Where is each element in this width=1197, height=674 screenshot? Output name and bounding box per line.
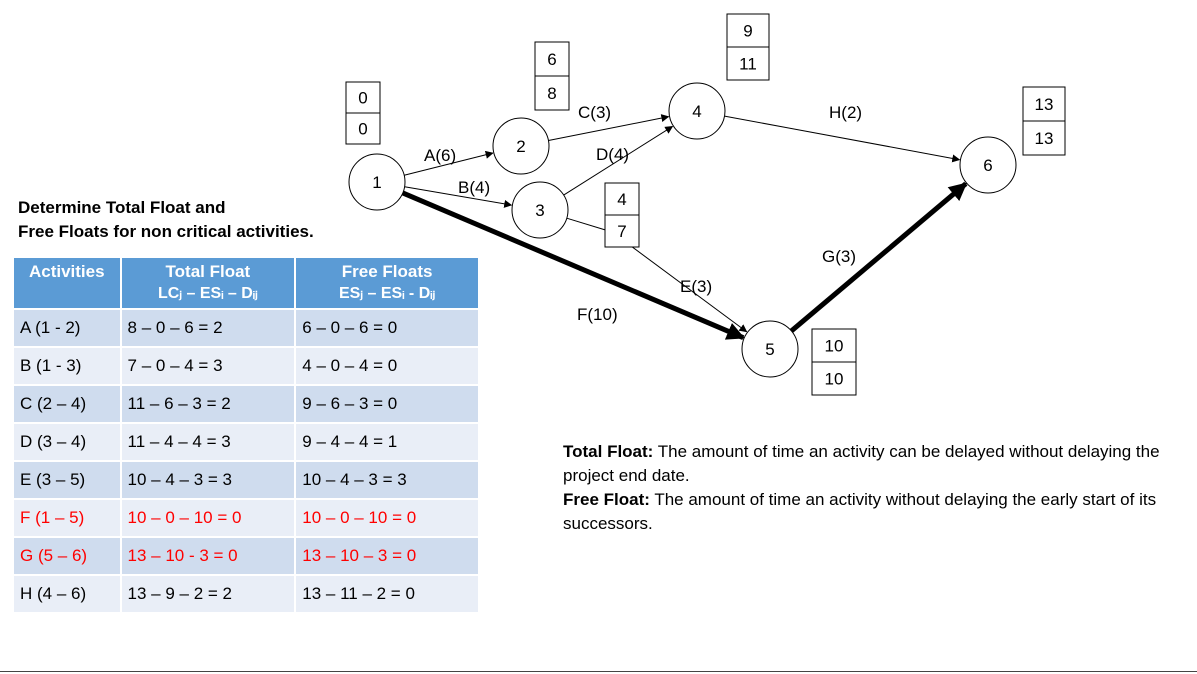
total-float-cell: 10 – 0 – 10 = 0 <box>120 498 297 537</box>
node-4-label: 4 <box>692 102 701 121</box>
total-float-cell: 13 – 9 – 2 = 2 <box>120 574 297 612</box>
node-5-es: 10 <box>825 337 844 356</box>
arrow-B <box>404 186 513 208</box>
node-6-circle <box>959 136 1017 194</box>
node-1-label: 1 <box>372 173 381 192</box>
total-float-definition: Total Float: The amount of time an activ… <box>563 440 1163 488</box>
node-6-es: 13 <box>1035 95 1054 114</box>
node-3-circle <box>511 181 569 239</box>
task-heading-line-1: Determine Total Float and <box>18 198 226 217</box>
total-float-text: The amount of time an activity can be de… <box>563 442 1160 485</box>
activity-cell: C (2 – 4) <box>14 384 122 423</box>
total-float-cell: 7 – 0 – 4 = 3 <box>120 346 297 385</box>
node-3-es: 4 <box>617 190 626 209</box>
free-float-definition: Free Float: The amount of time an activi… <box>563 488 1163 536</box>
free-float-cell: 6 – 0 – 6 = 0 <box>295 308 478 347</box>
free-float-cell: 10 – 4 – 3 = 3 <box>295 460 478 499</box>
free-float-cell: 10 – 0 – 10 = 0 <box>295 498 478 537</box>
activity-cell: G (5 – 6) <box>14 536 122 575</box>
free-float-cell: 13 – 11 – 2 = 0 <box>295 574 478 612</box>
node-5-circle <box>741 320 799 378</box>
arrow-F <box>401 190 745 340</box>
header-activities-label: Activities <box>28 262 105 281</box>
activity-cell: F (1 – 5) <box>14 498 122 537</box>
node-4-lf: 11 <box>739 55 757 74</box>
node-2-lf: 8 <box>547 84 556 103</box>
activity-cell: H (4 – 6) <box>14 574 122 612</box>
node-1-circle <box>348 153 406 211</box>
arrow-H <box>724 115 961 163</box>
header-activities: Activities <box>14 258 122 309</box>
total-float-cell: 13 – 10 - 3 = 0 <box>120 536 297 575</box>
float-table-header-row: Activities Total Float LCⱼ – ESᵢ – Dᵢⱼ F… <box>14 258 478 309</box>
activity-label-B: B(4) <box>458 178 490 197</box>
activity-label-H: H(2) <box>829 103 862 122</box>
free-float-cell: 13 – 10 – 3 = 0 <box>295 536 478 575</box>
node-2-circle <box>492 117 550 175</box>
total-float-cell: 11 – 6 – 3 = 2 <box>120 384 297 423</box>
task-heading: Determine Total Float and Free Floats fo… <box>18 196 378 244</box>
activity-labels: A(6)B(4) C(3) D(4) E(3) F(10) G(3) H(2) <box>424 103 862 324</box>
header-total-float-label: Total Float <box>165 262 251 281</box>
total-float-cell: 10 – 4 – 3 = 3 <box>120 460 297 499</box>
header-free-floats-formula: ESⱼ – ESᵢ - Dᵢⱼ <box>338 285 436 302</box>
header-total-float-formula: LCⱼ – ESᵢ – Dᵢⱼ <box>157 285 258 302</box>
node-2-es: 6 <box>547 50 556 69</box>
activity-label-E: E(3) <box>680 277 712 296</box>
arrow-A <box>404 150 494 176</box>
free-float-cell: 4 – 0 – 4 = 0 <box>295 346 478 385</box>
activity-cell: A (1 - 2) <box>14 308 122 347</box>
event-nodes: 1 2 3 4 5 6 <box>348 82 1017 378</box>
task-heading-line-2: Free Floats for non critical activities. <box>18 222 314 241</box>
activity-label-G: G(3) <box>822 247 856 266</box>
free-float-cell: 9 – 4 – 4 = 1 <box>295 422 478 461</box>
activity-cell: D (3 – 4) <box>14 422 122 461</box>
total-float-term: Total Float: <box>563 442 654 461</box>
node-4-es: 9 <box>743 22 752 41</box>
arrow-G <box>789 181 968 333</box>
node-1-lf: 0 <box>358 120 367 139</box>
activity-label-A: A(6) <box>424 146 456 165</box>
activity-arrows <box>401 114 968 340</box>
node-6-lf: 13 <box>1035 129 1054 148</box>
header-free-floats: Free Floats ESⱼ – ESᵢ - Dᵢⱼ <box>295 258 478 309</box>
header-free-floats-label: Free Floats <box>341 262 433 281</box>
node-2-label: 2 <box>516 137 525 156</box>
float-table: Activities Total Float LCⱼ – ESᵢ – Dᵢⱼ F… <box>14 258 478 612</box>
node-3-label: 3 <box>535 201 544 220</box>
total-float-cell: 8 – 0 – 6 = 2 <box>120 308 297 347</box>
node-5-label: 5 <box>765 340 774 359</box>
node-3-lf: 7 <box>617 222 626 241</box>
total-float-cell: 11 – 4 – 4 = 3 <box>120 422 297 461</box>
free-float-term: Free Float: <box>563 490 650 509</box>
node-4-circle <box>668 82 726 140</box>
node-5-lf: 10 <box>825 370 844 389</box>
bottom-divider <box>0 671 1197 672</box>
activity-cell: B (1 - 3) <box>14 346 122 385</box>
activity-label-F: F(10) <box>577 305 618 324</box>
free-float-text: The amount of time an activity without d… <box>563 490 1157 533</box>
arrow-D <box>563 126 674 196</box>
node-6-label: 6 <box>983 156 992 175</box>
activity-cell: E (3 – 5) <box>14 460 122 499</box>
arrow-C <box>548 114 670 142</box>
free-float-cell: 9 – 6 – 3 = 0 <box>295 384 478 423</box>
header-total-float: Total Float LCⱼ – ESᵢ – Dᵢⱼ <box>120 258 297 309</box>
activity-label-C: C(3) <box>578 103 611 122</box>
node-1-es: 0 <box>358 89 367 108</box>
definitions: Total Float: The amount of time an activ… <box>563 440 1163 536</box>
activity-label-D: D(4) <box>596 145 629 164</box>
